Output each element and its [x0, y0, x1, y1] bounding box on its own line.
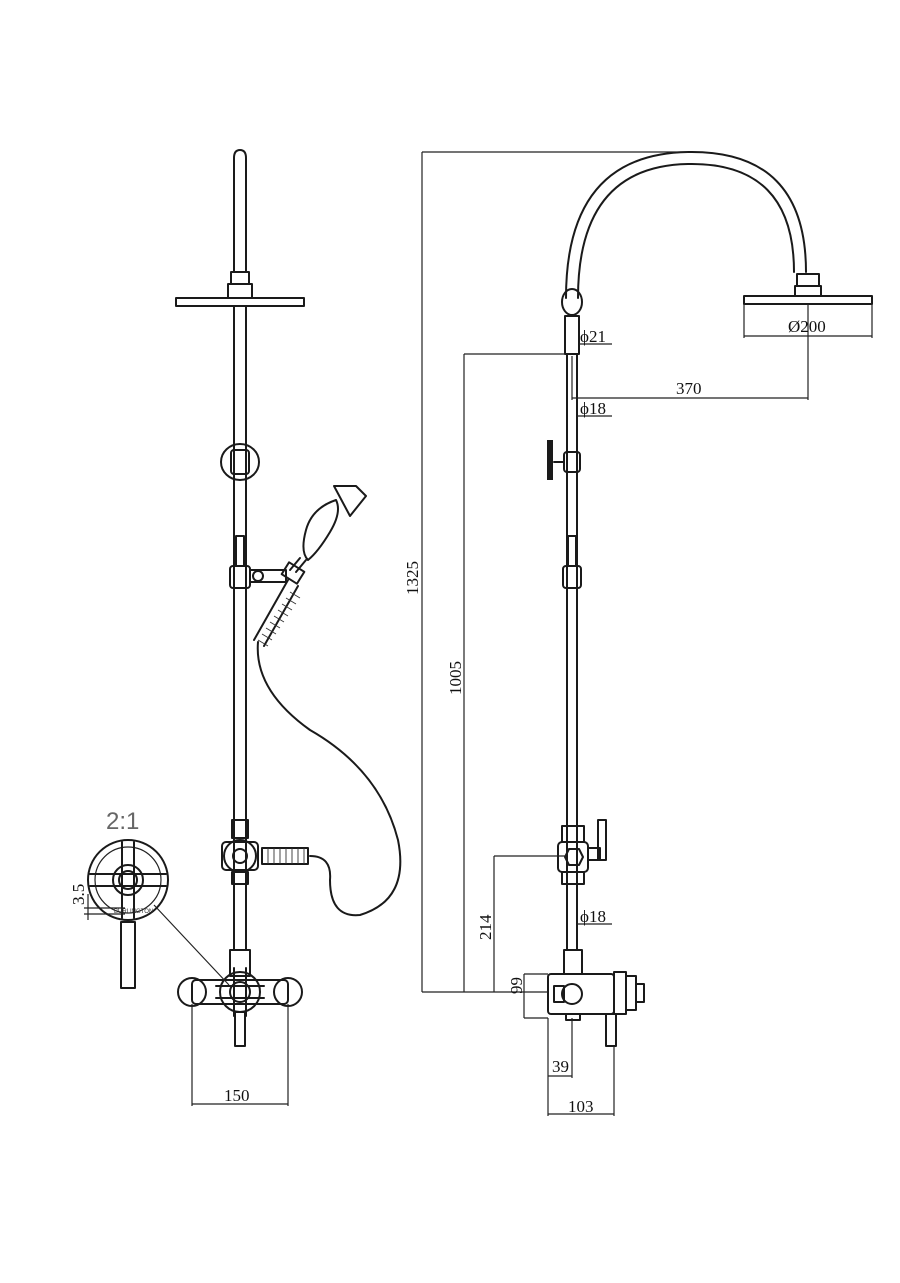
front-hose: [256, 641, 402, 917]
detail-cross-handle: [89, 841, 167, 919]
side-head-mount: [794, 285, 822, 297]
side-gooseneck-arm: [565, 150, 807, 299]
front-mixer: [177, 949, 303, 1047]
dimension-lines: [191, 151, 873, 1116]
front-hose-coil-lower: [261, 847, 309, 865]
riser-diameter-label: ϕ18: [580, 399, 606, 418]
front-wall-bracket: [220, 443, 260, 481]
side-shower-head: [743, 295, 873, 305]
valve-offset-label: 39: [552, 1057, 569, 1076]
upper-tube-diameter-label: ϕ21: [580, 327, 606, 346]
detail-lever: [120, 921, 136, 989]
mixer-centres-label: 150: [224, 1086, 250, 1105]
detail-offset-label: 3.5: [69, 884, 88, 905]
detail-brand-mark: BURLINGTON: [114, 909, 153, 915]
front-hand-shower: [280, 485, 367, 585]
side-wall-bracket: [547, 440, 581, 480]
lower-riser-diameter-label: ϕ18: [580, 907, 606, 926]
side-arm-nut: [796, 273, 820, 287]
detail-leader: [153, 904, 230, 986]
front-riser: [233, 305, 247, 951]
side-view: [547, 150, 873, 1047]
side-riser: [566, 353, 578, 951]
front-head-mount: [227, 283, 253, 299]
front-hose-coil-upper: [253, 579, 301, 647]
side-valve-body: [547, 949, 645, 1047]
side-slide-holder: [562, 535, 582, 589]
front-outlet-elbow: [221, 819, 259, 885]
valve-depth-label: 103: [568, 1097, 594, 1116]
arm-projection-label: 370: [676, 379, 702, 398]
front-shower-head: [175, 297, 305, 307]
front-arm-nut: [230, 271, 250, 285]
outlet-height-label: 214: [476, 914, 495, 940]
head-diameter-label: Ø200: [788, 317, 826, 336]
front-top-arm: [233, 149, 247, 273]
valve-height-label: 99: [507, 977, 526, 994]
detail-scale-label: 2:1: [106, 808, 139, 835]
detail-offset-dimension: [84, 894, 125, 920]
front-slide-holder: [229, 535, 287, 589]
total-height-label: 1325: [403, 561, 422, 595]
side-outlet-elbow: [557, 819, 607, 885]
side-upper-tube: [564, 315, 580, 355]
detail-view: 2:1 BURLINGTON 3.5: [69, 808, 169, 989]
front-view: [153, 149, 402, 1047]
diverter-height-label: 1005: [446, 661, 465, 695]
side-ball-joint: [561, 288, 583, 316]
